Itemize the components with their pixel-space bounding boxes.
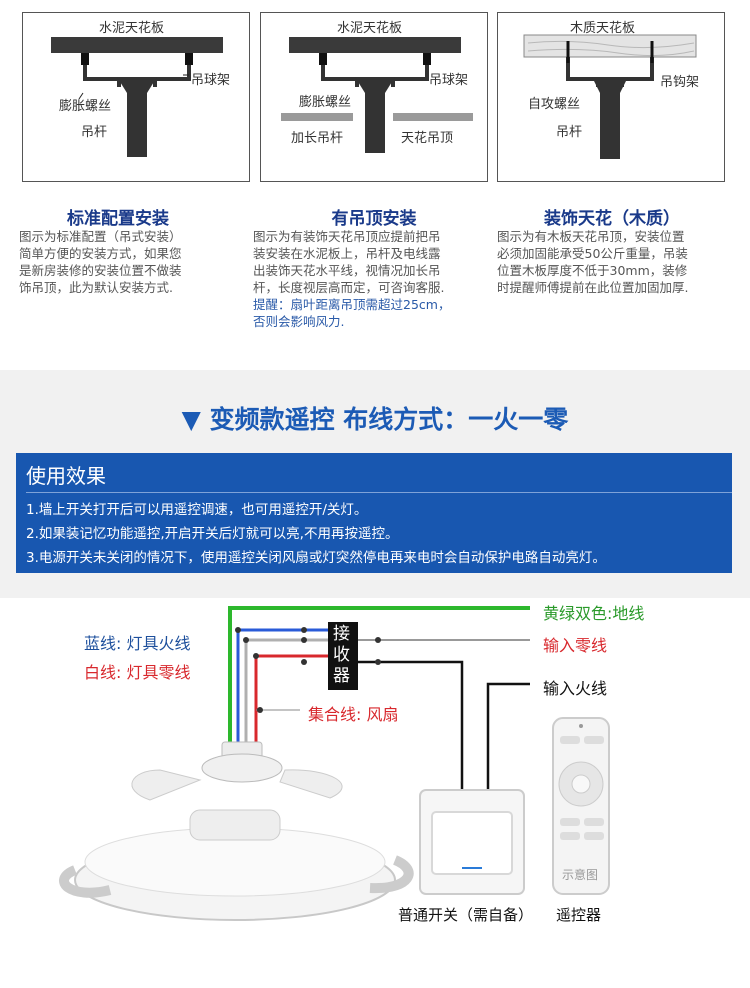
part-label-rod: 吊杆 xyxy=(556,125,583,140)
ceiling-label: 木质天花板 xyxy=(570,21,636,36)
live-in-label: 输入火线 xyxy=(543,679,608,698)
part-label-extended-rod: 加长吊杆 xyxy=(291,131,344,146)
receiver-box xyxy=(328,622,358,690)
install-card-wood: 木质天花板 吊钩架 自攻螺丝 吊杆 xyxy=(497,12,725,182)
desc-line: 装安装在水泥板上，吊杆及电线露 xyxy=(253,246,441,261)
part-label-screw: 自攻螺丝 xyxy=(528,97,581,112)
live-in-wire xyxy=(486,682,530,790)
switch-label: 普通开关（需自备） xyxy=(398,906,534,924)
red-wire xyxy=(254,654,330,742)
desc-line: 图示为标准配置（吊式安装） xyxy=(19,229,182,244)
effects-title: 使用效果 xyxy=(26,464,106,488)
remote-label: 遥控器 xyxy=(556,906,602,924)
receiver-label: 接收器 xyxy=(333,624,350,686)
desc-line: 是新房装修的安装位置不做装 xyxy=(19,263,182,278)
desc-line: 图示为有装饰天花吊顶应提前把吊 xyxy=(253,229,441,244)
install-title-standard: 标准配置安装 xyxy=(67,209,169,229)
wiring-diagram xyxy=(59,606,610,921)
blue-wire xyxy=(236,628,330,742)
desc-line: 杆，长度视层高而定，可咨询客服. xyxy=(253,280,445,295)
install-title-wood: 装饰天花（木质） xyxy=(544,209,680,229)
install-card-standard: 水泥天花板 吊球架 膨胀螺丝 吊杆 xyxy=(22,12,250,182)
live-to-switch-wire xyxy=(358,660,464,790)
part-label-bracket: 吊球架 xyxy=(191,73,231,88)
bundle-wire-label: 集合线: 风扇 xyxy=(308,705,399,724)
desc-line: 出装饰天花水平线，视情况加长吊 xyxy=(253,263,441,278)
white-wire-label: 白线: 灯具零线 xyxy=(84,663,191,682)
desc-line: 饰吊顶，此为默认安装方式. xyxy=(19,280,173,295)
ceiling-label: 水泥天花板 xyxy=(99,21,165,36)
effects-line-2: 2.如果装记忆功能遥控,开启开关后灯就可以亮,不用再按遥控。 xyxy=(26,526,399,542)
section-title: ▼ 变频款遥控 布线方式：一火一零 xyxy=(181,405,569,434)
effects-divider xyxy=(26,492,732,493)
install-card-suspended: 水泥天花板 吊球架 膨胀螺丝 加长吊杆 天花吊顶 xyxy=(260,12,488,182)
neutral-in-label: 输入零线 xyxy=(543,636,608,655)
part-label-screw: 膨胀螺丝 xyxy=(299,95,352,110)
install-desc-wood: 图示为有木板天花吊顶，安装位置 必须加固能承受50公斤重量，吊装 位置木板厚度不… xyxy=(497,228,729,296)
install-desc-suspended: 图示为有装饰天花吊顶应提前把吊 装安装在水泥板上，吊杆及电线露 出装饰天花水平线… xyxy=(253,228,485,330)
desc-line: 时提醒师傅提前在此位置加固加厚. xyxy=(497,280,689,295)
desc-line: 必须加固能承受50公斤重量，吊装 xyxy=(497,246,688,261)
ground-wire-label: 黄绿双色:地线 xyxy=(543,604,645,623)
install-desc-standard: 图示为标准配置（吊式安装） 简单方便的安装方式，如果您 是新房装修的安装位置不做… xyxy=(19,228,251,296)
effects-line-1: 1.墙上开关打开后可以用遥控调速，也可用遥控开/关灯。 xyxy=(26,502,368,518)
effects-line-3: 3.电源开关未关闭的情况下，使用遥控关闭风扇或灯突然停电再来电时会自动保护电路自… xyxy=(26,550,606,566)
ceiling-label: 水泥天花板 xyxy=(337,21,403,36)
part-label-bracket: 吊球架 xyxy=(429,73,469,88)
ground-wire xyxy=(228,606,530,742)
desc-line: 简单方便的安装方式，如果您 xyxy=(19,246,182,261)
part-label-hook: 吊钩架 xyxy=(660,75,700,90)
desc-line: 图示为有木板天花吊顶，安装位置 xyxy=(497,229,685,244)
part-label-screw: 膨胀螺丝 xyxy=(59,99,112,114)
effects-panel: 使用效果 1.墙上开关打开后可以用遥控调速，也可用遥控开/关灯。 2.如果装记忆… xyxy=(16,453,732,573)
part-label-rod: 吊杆 xyxy=(81,125,108,140)
desc-line: 位置木板厚度不低于30mm，装修 xyxy=(497,263,688,278)
tip-line: 否则会影响风力. xyxy=(253,314,345,329)
install-title-suspended: 有吊顶安装 xyxy=(331,209,417,229)
blue-wire-label: 蓝线: 灯具火线 xyxy=(84,634,191,653)
remote-note: 示意图 xyxy=(562,868,599,882)
part-label-false-ceiling: 天花吊顶 xyxy=(401,131,454,146)
tip-line: 提醒：扇叶距离吊顶需超过25cm， xyxy=(253,297,451,312)
